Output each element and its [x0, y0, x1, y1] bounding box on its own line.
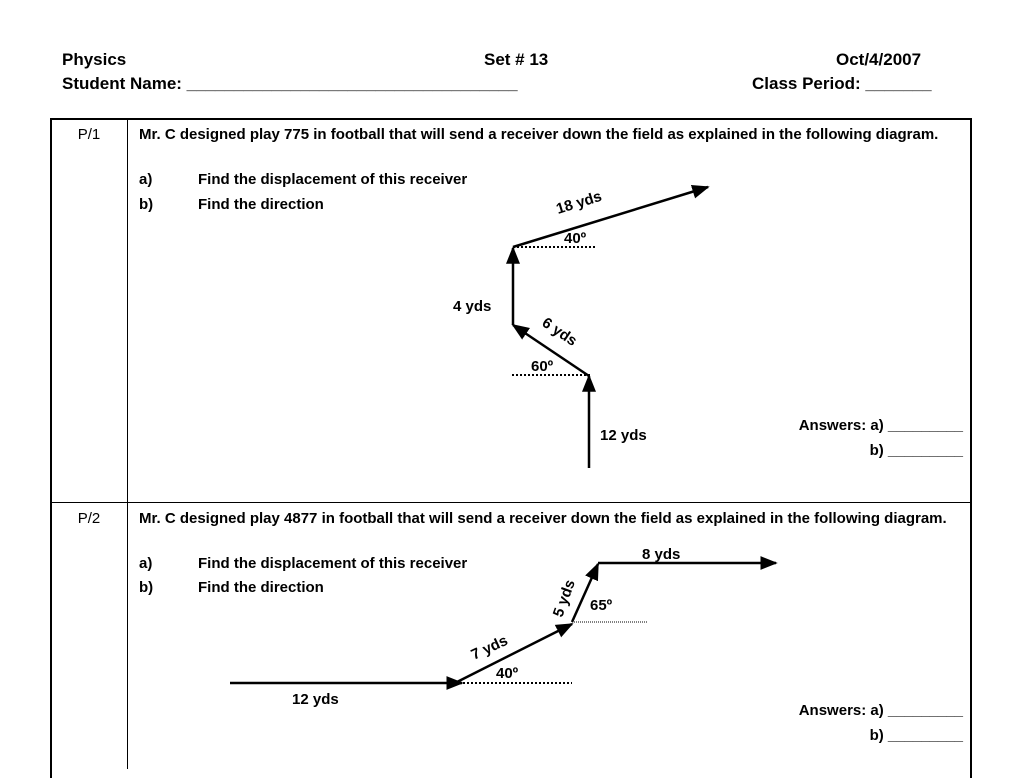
- label-6yds: 6 yds: [539, 314, 580, 350]
- problem-1-prompt: Mr. C designed play 775 in football that…: [139, 126, 939, 143]
- label-5yds: 5 yds: [550, 578, 579, 620]
- vector-5yds: [570, 562, 600, 623]
- column-divider: [127, 119, 128, 769]
- problem-1-part-b-letter: b): [139, 196, 154, 213]
- vector-18yds: [512, 184, 710, 249]
- problem-2-number: P/2: [77, 510, 101, 527]
- label-12yds-b: 12 yds: [292, 691, 339, 708]
- problem-2-part-a-letter: a): [139, 555, 153, 572]
- date-label: Oct/4/2007: [836, 50, 922, 69]
- problem-1-diagram: 12 yds 60º 6 yds 4 yds 40º 18 yds: [453, 184, 710, 468]
- problem-2-diagram: 12 yds 7 yds 40º 5 yds 65º 8 yds: [230, 546, 778, 708]
- subject-label: Physics: [62, 50, 127, 69]
- label-12yds: 12 yds: [600, 427, 647, 444]
- label-18yds: 18 yds: [554, 188, 604, 218]
- problem-1-answer-b: b) _________: [869, 442, 963, 459]
- problem-2-answer-b: b) _________: [869, 727, 963, 744]
- problem-1-part-b: Find the direction: [198, 196, 324, 213]
- set-number: Set # 13: [484, 50, 549, 69]
- problem-2-part-a: Find the displacement of this receiver: [198, 555, 468, 572]
- label-4yds: 4 yds: [453, 298, 491, 315]
- label-angle-40-b: 40º: [496, 665, 519, 682]
- label-angle-65: 65º: [590, 597, 613, 614]
- vector-7yds: [454, 622, 574, 685]
- class-period-field: Class Period: _______: [752, 74, 932, 93]
- problem-1-part-a-letter: a): [139, 171, 153, 188]
- student-name-field: Student Name: __________________________…: [62, 74, 518, 93]
- label-8yds: 8 yds: [642, 546, 680, 563]
- label-angle-60: 60º: [531, 358, 554, 375]
- problem-2-prompt: Mr. C designed play 4877 in football tha…: [139, 510, 947, 527]
- problem-1-answer-a: Answers: a) _________: [798, 417, 963, 434]
- problem-1-number: P/1: [77, 126, 101, 143]
- problem-2-answer-a: Answers: a) _________: [798, 702, 963, 719]
- row-divider: [51, 502, 971, 503]
- label-angle-40: 40º: [564, 230, 587, 247]
- problem-1-part-a: Find the displacement of this receiver: [198, 171, 468, 188]
- problem-2-part-b-letter: b): [139, 579, 154, 596]
- problem-2-part-b: Find the direction: [198, 579, 324, 596]
- vector-6yds: [511, 323, 590, 378]
- problem-table: [50, 118, 972, 778]
